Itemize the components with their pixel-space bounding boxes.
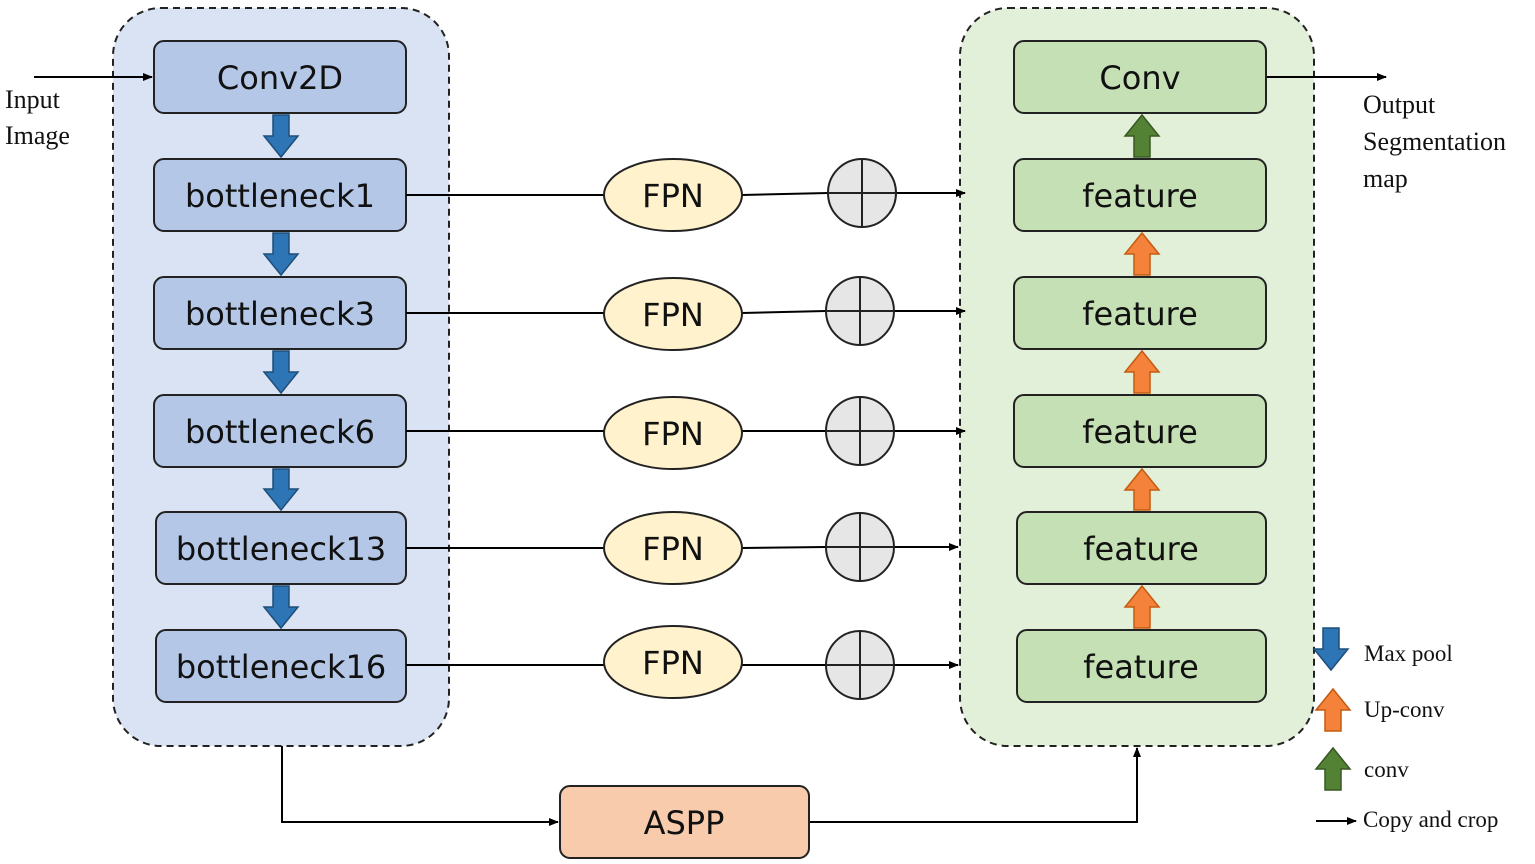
- maxpool-arrow-icon: [262, 232, 300, 277]
- svg-text:ASPP: ASPP: [644, 804, 725, 842]
- encoder-block-bottleneck1: bottleneck1: [153, 158, 407, 232]
- maxpool-arrow-icon: [262, 350, 300, 395]
- sum-plus-icon: [825, 630, 895, 700]
- svg-text:FPN: FPN: [642, 296, 704, 334]
- fpn-node: FPN: [603, 511, 743, 585]
- upconv-arrow-icon: [1123, 584, 1161, 629]
- aspp-block: ASPP: [559, 785, 810, 859]
- legend-copy-crop-label: Copy and crop: [1363, 807, 1498, 832]
- aspp-output-line: [809, 747, 1141, 823]
- encoder-block-bottleneck13: bottleneck13: [155, 511, 407, 585]
- svg-text:FPN: FPN: [642, 177, 704, 215]
- connector-line: [741, 192, 829, 196]
- svg-text:Conv2D: Conv2D: [217, 59, 343, 97]
- legend-upconv-label: Up-conv: [1364, 697, 1445, 722]
- connector-line: [741, 310, 827, 314]
- svg-text:bottleneck13: bottleneck13: [176, 530, 386, 568]
- maxpool-arrow-icon: [262, 585, 300, 630]
- decoder-block-conv: Conv: [1013, 40, 1267, 114]
- svg-text:FPN: FPN: [642, 415, 704, 453]
- svg-text:Conv: Conv: [1099, 59, 1180, 97]
- conv-legend-icon: [1314, 746, 1352, 791]
- legend: Max pool Up-conv conv Copy and crop: [1312, 627, 1498, 832]
- decoder-block-feature: feature: [1016, 511, 1267, 585]
- decoder-block-feature: feature: [1016, 629, 1267, 703]
- upconv-legend-icon: [1314, 687, 1352, 732]
- sum-plus-icon: [827, 158, 897, 228]
- maxpool-legend-icon: [1312, 627, 1350, 672]
- fpn-node: FPN: [603, 396, 743, 470]
- connector-line: [741, 546, 827, 549]
- decoder-block-feature: feature: [1013, 394, 1267, 468]
- legend-conv-label: conv: [1364, 757, 1409, 782]
- legend-maxpool-label: Max pool: [1364, 641, 1453, 666]
- sum-plus-icon: [825, 512, 895, 582]
- decoder-block-feature: feature: [1013, 276, 1267, 350]
- svg-text:bottleneck3: bottleneck3: [185, 295, 375, 333]
- svg-text:FPN: FPN: [642, 530, 704, 568]
- svg-text:feature: feature: [1082, 177, 1198, 215]
- svg-text:feature: feature: [1082, 413, 1198, 451]
- upconv-arrow-icon: [1123, 349, 1161, 394]
- svg-text:feature: feature: [1083, 648, 1199, 686]
- encoder-block-bottleneck16: bottleneck16: [155, 629, 407, 703]
- output-label: Output Segmentation map: [1363, 90, 1512, 193]
- svg-text:feature: feature: [1083, 530, 1199, 568]
- encoder-block-conv2d: Conv2D: [153, 40, 407, 114]
- upconv-arrow-icon: [1123, 467, 1161, 511]
- fpn-node: FPN: [603, 625, 743, 699]
- svg-text:bottleneck6: bottleneck6: [185, 413, 375, 451]
- svg-text:feature: feature: [1082, 295, 1198, 333]
- svg-text:FPN: FPN: [642, 644, 704, 682]
- encoder-block-bottleneck6: bottleneck6: [153, 394, 407, 468]
- svg-text:bottleneck1: bottleneck1: [185, 177, 375, 215]
- decoder-block-feature: feature: [1013, 158, 1267, 232]
- maxpool-arrow-icon: [262, 468, 300, 512]
- svg-text:bottleneck16: bottleneck16: [176, 648, 386, 686]
- encoder-block-bottleneck3: bottleneck3: [153, 276, 407, 350]
- aspp-input-line: [281, 746, 559, 826]
- fpn-node: FPN: [603, 277, 743, 351]
- sum-plus-icon: [825, 276, 895, 346]
- maxpool-arrow-icon: [262, 114, 300, 159]
- sum-plus-icon: [825, 396, 895, 466]
- conv-arrow-icon: [1123, 113, 1161, 158]
- upconv-arrow-icon: [1123, 231, 1161, 276]
- fpn-node: FPN: [603, 158, 743, 232]
- input-label: Input Image: [5, 85, 70, 150]
